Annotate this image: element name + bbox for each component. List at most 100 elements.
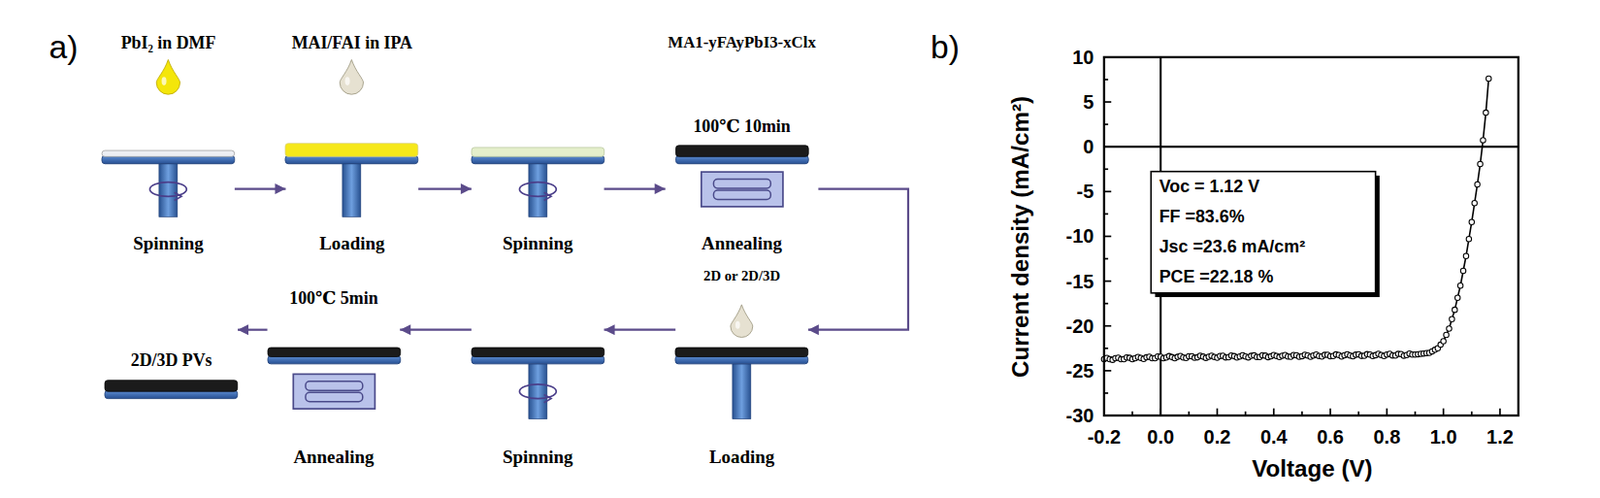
annotation-text: FF =83.6% [1159,206,1245,228]
jv-markers [1101,75,1492,362]
tick-label: 0 [1082,135,1094,159]
tick-label: 0.0 [1146,425,1175,449]
annotation-box [1150,171,1375,294]
data-point [1452,306,1458,312]
step-shape [675,267,809,472]
step-label: Loading [285,232,419,256]
step-label: Spinning [101,232,235,256]
equipment-illustration [675,303,809,419]
film-layer [675,144,809,157]
droplet-highlight [345,76,351,86]
step-label: 2D or 2D/3D [675,267,809,286]
tick-label: 0.6 [1316,425,1344,449]
spin-shaft [159,163,178,217]
flow-arrow [237,328,268,331]
droplet [156,59,180,95]
tick-label: 1.2 [1486,425,1514,449]
step-shape [471,267,605,472]
data-point [1469,219,1474,225]
film-layer [104,379,238,392]
panel-letter: b) [930,29,960,67]
data-point [1471,200,1477,206]
rotation-arrow [174,192,182,200]
process-step: Spinning [471,31,605,258]
jv-curve [1104,78,1489,360]
tick-label: -15 [1066,269,1095,293]
equipment-illustration [101,59,235,217]
rotation-symbol [519,181,556,196]
flow-arrow [604,328,677,331]
step-shape [101,31,235,258]
process-step: Spinning [471,267,605,472]
equipment-illustration [285,59,419,217]
step-label: 2D/3D PVs [104,350,238,371]
data-point [1460,267,1466,273]
process-step: 100℃ 5minAnnealing [267,267,401,472]
tick-label: 10 [1072,45,1094,68]
tick-label: 0.4 [1260,425,1288,449]
equipment-illustration [675,144,809,206]
tick-label: 0.8 [1372,425,1401,449]
data-point [1454,294,1460,300]
data-point [1480,137,1486,143]
process-step: 2D or 2D/3D Loading [675,267,809,472]
step-label: Loading [675,446,809,469]
step-shape [665,31,819,258]
data-point [1483,109,1489,115]
process-step: PbI₂ in DMF Spinning [101,31,235,258]
film-layer [101,150,235,157]
data-point [1477,161,1483,166]
panel-letter: a) [48,29,78,67]
step-label: Spinning [471,446,605,469]
rotation-symbol [519,383,556,398]
equipment-illustration [267,347,401,409]
annotation-text: Jsc =23.6 mA/cm² [1159,236,1306,258]
axis-ticks [1104,57,1501,416]
tick-label: -0.2 [1087,425,1121,449]
heating-coil [713,190,771,199]
data-point [1449,316,1455,322]
annotation-text: PCE =22.18 % [1159,266,1274,288]
tick-label: -30 [1066,404,1095,427]
flow-arrow [808,189,909,330]
plot-frame [1104,57,1519,416]
tick-label: -10 [1066,225,1095,248]
data-point [1486,75,1492,81]
step-label: MA1-yFAyPbI3-xClx [665,32,819,53]
flow-arrow [604,187,666,190]
tick-label: 0.2 [1204,425,1232,449]
data-point [1440,338,1446,344]
step-label: MAI/FAI in IPA [285,32,419,54]
process-step: 2D/3D PVs [104,267,238,472]
spin-shaft [528,163,548,217]
droplet [340,59,364,95]
film-layer [267,347,401,357]
flow-arrow [399,328,472,331]
film-layer [675,347,809,357]
heating-coil [304,380,362,390]
spin-shaft [732,362,752,419]
rotation-symbol [150,181,188,196]
step-label: PbI₂ in DMF [101,32,235,54]
tick-label: 5 [1082,91,1094,114]
annotation-text: Voc = 1.12 V [1159,176,1260,197]
axis-title: Voltage (V) [1251,455,1372,483]
zero-current-line [1104,145,1519,148]
spin-shaft [528,362,548,419]
film-layer [471,347,605,357]
hot-plate [293,373,375,409]
step-label: Spinning [471,232,605,256]
step-label: Annealing [665,232,819,256]
data-point [1474,181,1480,187]
tick-label: -25 [1066,359,1095,382]
step-label: 100℃ 10min [665,116,819,137]
film-layer [285,142,419,157]
process-step: MAI/FAI in IPA Loading [285,31,419,258]
tick-label: 1.0 [1430,425,1458,449]
jv-plot [1101,57,1519,416]
step-shape [285,31,419,258]
data-point [1466,235,1471,241]
axis-title: Current density (mA/cm²) [1007,96,1035,378]
